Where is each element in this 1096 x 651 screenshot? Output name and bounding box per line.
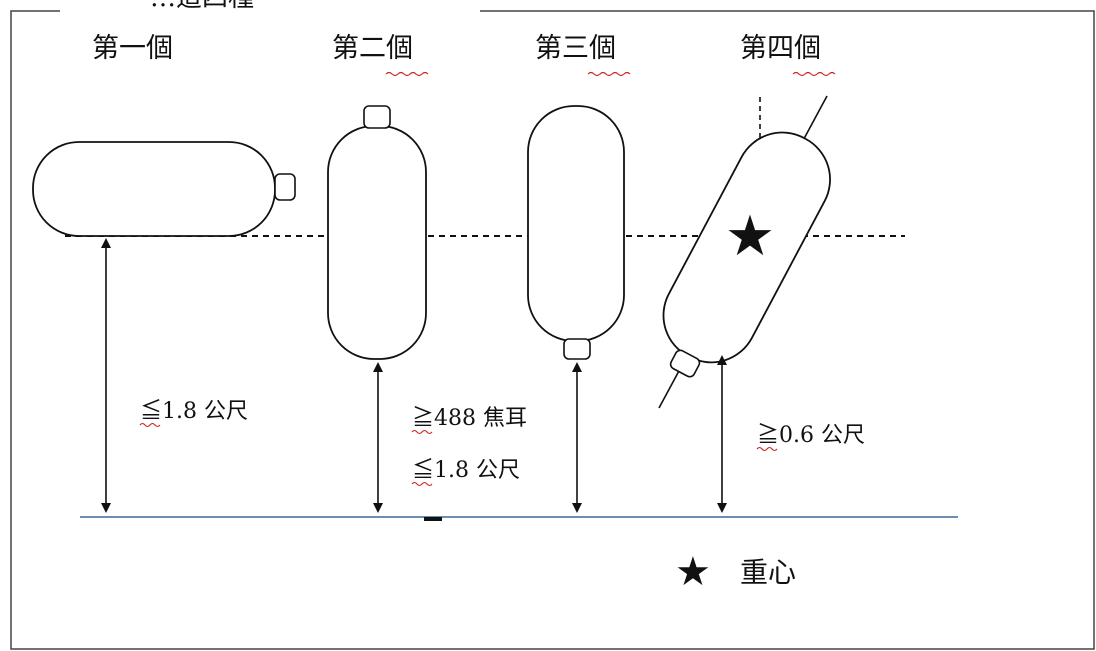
spellcheck-underline [411,481,433,487]
legend-label: 重心 [740,556,796,589]
first-cylinder [32,141,296,237]
third-cylinder [527,105,625,360]
first-height-label: ≦1.8 公尺 [140,399,248,424]
legend: ★ 重心 [675,549,796,595]
title-first-cylinder: 第一個 [92,33,173,64]
spellcheck-underline [792,71,836,77]
title-fourth-cylinder: 第四個 [740,33,821,64]
fourth-cylinder: ★ [658,95,831,409]
spellcheck-underline [411,429,433,435]
spellcheck-underline [139,422,161,428]
title-second-cylinder: 第二個 [332,33,413,64]
second-energy-label: ≧488 焦耳 [412,406,527,431]
title-third-cylinder: 第三個 [535,33,616,64]
second-cylinder [327,105,427,360]
cropped-heading: …這四種 [150,0,254,13]
diagram-frame [10,10,1095,650]
spellcheck-underline [587,71,631,77]
ground-tick [424,517,442,521]
header-mask [60,0,480,12]
second-height-label: ≦1.8 公尺 [412,458,520,483]
legend-star-icon: ★ [675,549,711,595]
fourth-height-label: ≧0.6 公尺 [757,423,865,448]
spellcheck-underline [385,71,429,77]
spellcheck-underline [756,446,778,452]
center-of-gravity-star: ★ [725,204,775,269]
